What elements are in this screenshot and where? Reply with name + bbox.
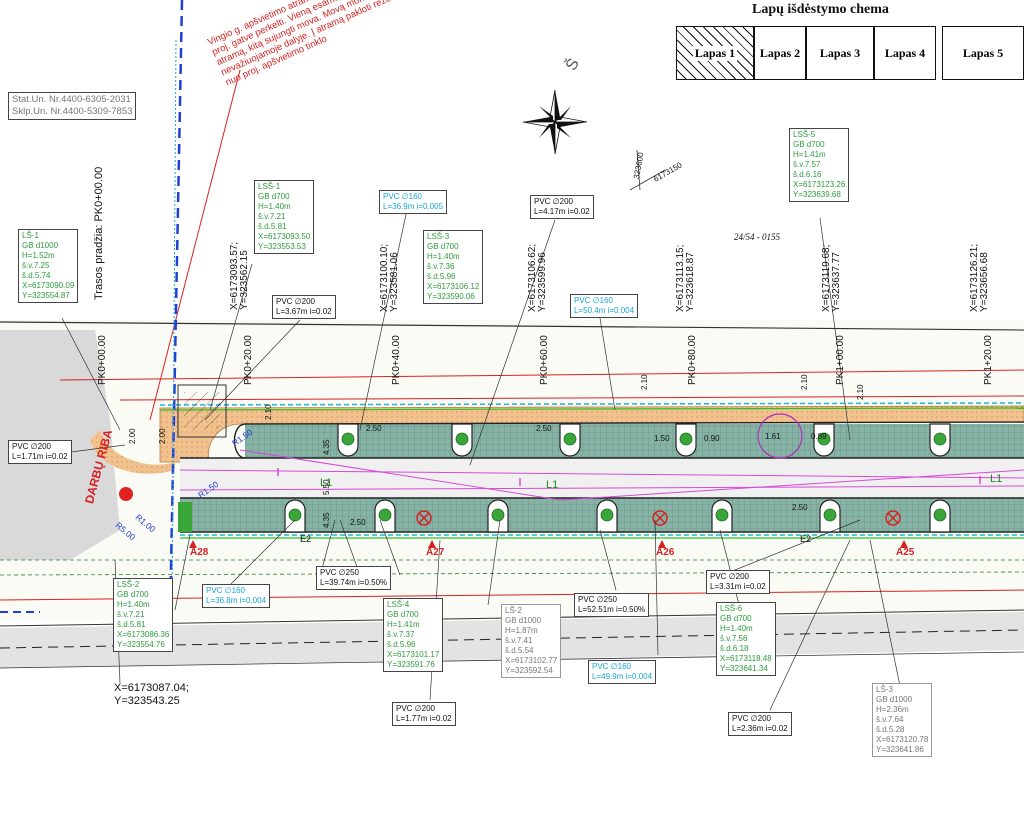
sidewalk-curve-left <box>90 430 175 474</box>
picket-pk000: PK0+00.00 <box>97 335 108 385</box>
dim-label: 4.35 <box>322 512 331 528</box>
coord-pk060: X=6173106.62;Y=323599.96 <box>527 243 548 312</box>
dim-label: 0.89 <box>811 432 827 441</box>
project-axis <box>168 0 184 621</box>
north-arrow-icon <box>522 89 588 155</box>
dim-label: 1.61 <box>765 432 781 441</box>
carriageway <box>180 458 1024 498</box>
lane-label: L1 <box>990 473 1003 485</box>
dim-label: 2.50 <box>366 424 382 433</box>
picket-pk100: PK1+00.00 <box>835 335 846 385</box>
lane-label: L1 <box>320 477 333 489</box>
lane-label: L1 <box>546 479 559 491</box>
sheet-1[interactable]: Lapas 1 <box>676 26 754 80</box>
dim-label: 2.50 <box>792 503 808 512</box>
dim-label: 2.00 <box>158 428 167 444</box>
road-boundary-top <box>0 321 1024 331</box>
lane-label: E2 <box>300 534 312 544</box>
point-a27: A27 <box>426 547 445 558</box>
picket-pk120: PK1+20.00 <box>983 335 994 385</box>
sheet-5[interactable]: Lapas 5 <box>942 26 1024 80</box>
dim-label: 2.10 <box>640 374 649 390</box>
point-a25: A25 <box>896 547 915 558</box>
point-a26: A26 <box>656 547 675 558</box>
sheet-4[interactable]: Lapas 4 <box>874 26 936 80</box>
dim-label: 2.10 <box>264 404 273 420</box>
sheet-2[interactable]: Lapas 2 <box>754 26 806 80</box>
coord-pk020: X=6173093.57;Y=323562.15 <box>229 241 250 310</box>
coord-pk100: X=6173119.68;Y=323637.77 <box>821 244 842 312</box>
sheet-3[interactable]: Lapas 3 <box>806 26 874 80</box>
dim-label: 1.50 <box>654 434 670 443</box>
paving-band-top <box>245 424 1024 458</box>
dim-label: 2.10 <box>800 374 809 390</box>
coord-pk120: X=6173126.21;Y=323656.68 <box>969 243 990 312</box>
dim-label: 2.50 <box>350 518 366 527</box>
parcel-label: 24/54 - 0155 <box>734 232 780 242</box>
dim-label: 2.10 <box>856 384 865 400</box>
picket-pk020: PK0+20.00 <box>243 335 254 385</box>
start-coordinate: X=6173087.04; Y=323543.25 <box>114 682 189 707</box>
picket-pk040: PK0+40.00 <box>391 335 402 385</box>
picket-pk060: PK0+60.00 <box>539 335 550 385</box>
dim-label: 2.00 <box>128 428 137 444</box>
point-a28: A28 <box>190 547 209 558</box>
picket-pk080: PK0+80.00 <box>687 335 698 385</box>
route-start-label: Trasos pradžia: PK0+00.00 <box>93 166 105 300</box>
stat-info-box: Stat.Un. Nr.4400-6305-2031 Sklp.Un. Nr.4… <box>8 92 137 120</box>
lane-label: E2 <box>800 534 812 544</box>
coord-pk040: X=6173100.10;Y=323581.06 <box>379 243 400 312</box>
dim-label: 2.50 <box>536 424 552 433</box>
coord-pk080: X=6173113.15;Y=323618.87 <box>675 244 696 312</box>
dim-label: 0.90 <box>704 434 720 443</box>
dim-label: 4.35 <box>322 439 331 455</box>
sheet-scheme-title: Lapų išdėstymo chema <box>752 2 889 17</box>
